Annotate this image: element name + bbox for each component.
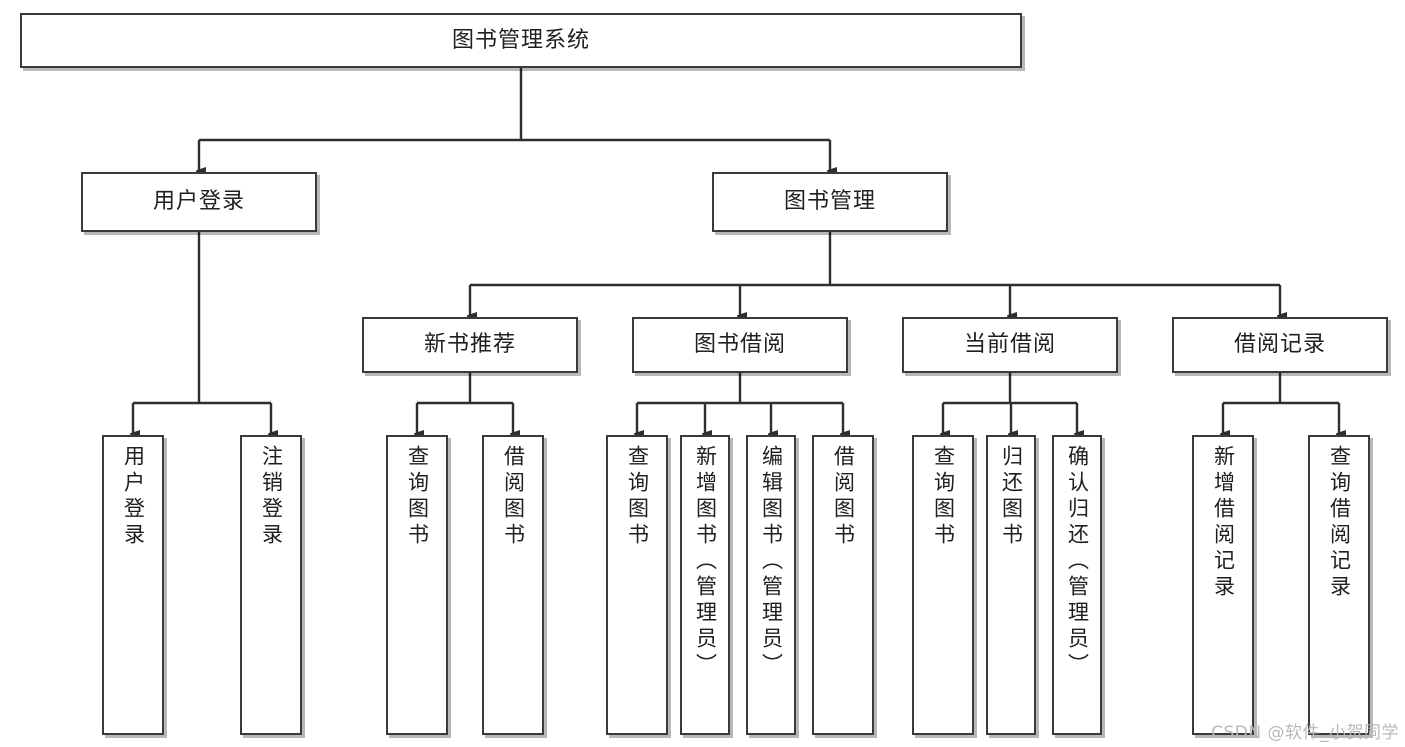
node-root[interactable]: 图书管理系统 <box>20 13 1022 68</box>
node-label: 借阅图书 <box>501 445 526 549</box>
node-label: 查询图书 <box>625 445 650 549</box>
node-label: 注销登录 <box>259 445 284 549</box>
node-label: 图书借阅 <box>693 332 786 358</box>
node-l-query1[interactable]: 查询图书 <box>386 435 448 735</box>
node-l-borrow2[interactable]: 借阅图书 <box>812 435 874 735</box>
node-label: 新增图书（管理员） <box>693 445 718 679</box>
node-label: 新书推荐 <box>423 332 516 358</box>
node-label: 当前借阅 <box>963 332 1056 358</box>
node-l-return[interactable]: 归还图书 <box>986 435 1036 735</box>
node-l-edit[interactable]: 编辑图书（管理员） <box>746 435 796 735</box>
node-l-addrec[interactable]: 新增借阅记录 <box>1192 435 1254 735</box>
node-label: 图书管理 <box>783 189 876 215</box>
node-bookmgr[interactable]: 图书管理 <box>712 172 948 232</box>
node-newbook[interactable]: 新书推荐 <box>362 317 578 373</box>
node-l-query2[interactable]: 查询图书 <box>606 435 668 735</box>
node-l-logout[interactable]: 注销登录 <box>240 435 302 735</box>
node-label: 借阅记录 <box>1233 332 1326 358</box>
node-label: 查询图书 <box>405 445 430 549</box>
node-label: 图书管理系统 <box>451 27 590 53</box>
node-l-add[interactable]: 新增图书（管理员） <box>680 435 730 735</box>
node-l-login[interactable]: 用户登录 <box>102 435 164 735</box>
node-label: 编辑图书（管理员） <box>759 445 784 679</box>
node-records[interactable]: 借阅记录 <box>1172 317 1388 373</box>
node-l-borrow1[interactable]: 借阅图书 <box>482 435 544 735</box>
node-borrow[interactable]: 图书借阅 <box>632 317 848 373</box>
node-l-query3[interactable]: 查询图书 <box>912 435 974 735</box>
node-l-confirm[interactable]: 确认归还（管理员） <box>1052 435 1102 735</box>
node-label: 确认归还（管理员） <box>1065 445 1090 679</box>
node-label: 归还图书 <box>999 445 1024 549</box>
node-login[interactable]: 用户登录 <box>81 172 317 232</box>
node-label: 借阅图书 <box>831 445 856 549</box>
node-label: 新增借阅记录 <box>1211 445 1236 601</box>
node-label: 用户登录 <box>121 445 146 549</box>
node-current[interactable]: 当前借阅 <box>902 317 1118 373</box>
node-label: 查询借阅记录 <box>1327 445 1352 601</box>
node-label: 查询图书 <box>931 445 956 549</box>
node-l-queryrec[interactable]: 查询借阅记录 <box>1308 435 1370 735</box>
node-label: 用户登录 <box>152 189 245 215</box>
